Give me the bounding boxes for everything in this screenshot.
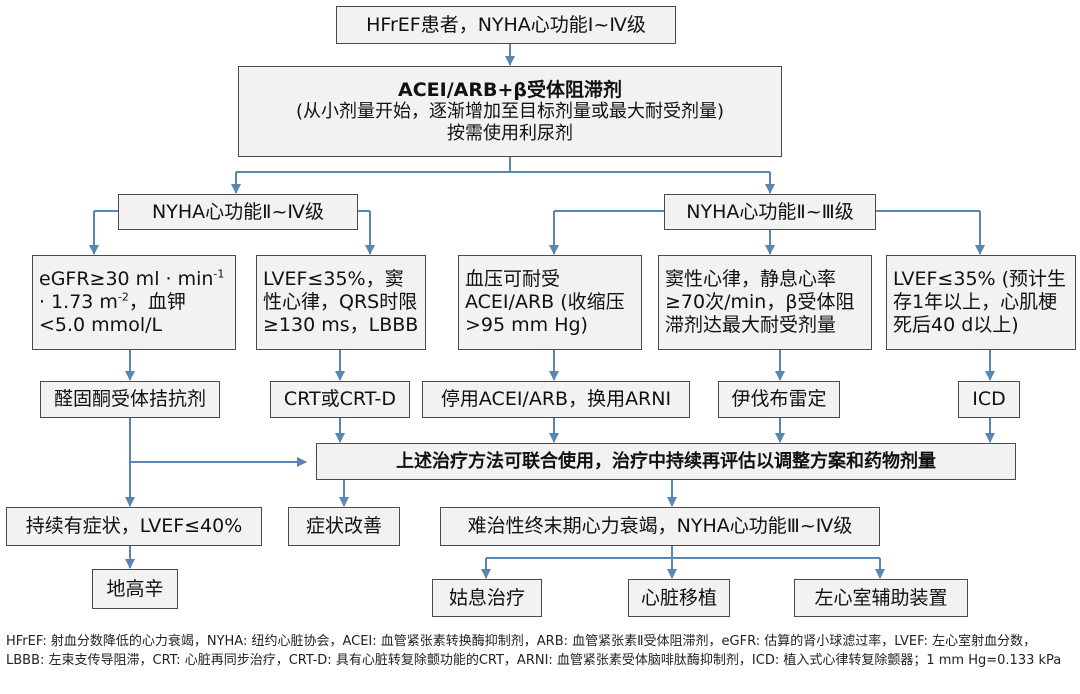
node-mra: 醛固酮受体拮抗剂 (40, 381, 220, 418)
node-ivabradine: 伊伐布雷定 (718, 381, 840, 418)
node-lvef-icd-criteria: LVEF≤35% (预计生存1年以上，心肌梗死后40 d以上) (886, 255, 1076, 350)
egfr-part-a: eGFR≥30 ml · min (39, 268, 214, 291)
node-hfref-patients-label: HFrEF患者，NYHA心功能Ⅰ~Ⅳ级 (366, 13, 646, 36)
node-egfr-text: eGFR≥30 ml · min-1 · 1.73 m-2，血钾<5.0 mmo… (39, 268, 229, 336)
node-digoxin: 地高辛 (92, 569, 178, 609)
node-lvef-crt-label: LVEF≤35%，窦性心律，QRS时限≥130 ms，LBBB (263, 268, 419, 336)
node-nyha-ii-iii-label: NYHA心功能Ⅱ~Ⅲ级 (686, 200, 854, 223)
node-egfr-criteria: eGFR≥30 ml · min-1 · 1.73 m-2，血钾<5.0 mmo… (32, 255, 236, 350)
node-improve-label: 症状改善 (305, 515, 382, 538)
node-digoxin-label: 地高辛 (106, 577, 164, 600)
node-acei-diuretic: 按需使用利尿剂 (447, 122, 573, 144)
egfr-sup-1: -1 (213, 267, 225, 281)
node-lvad-label: 左心室辅助装置 (814, 586, 948, 609)
node-crt-label: CRT或CRT-D (283, 388, 397, 411)
node-lvef-icd-label: LVEF≤35% (预计生存1年以上，心肌梗死后40 d以上) (893, 268, 1067, 336)
node-bp-label: 血压可耐受ACEI/ARB (收缩压>95 mm Hg) (465, 268, 625, 336)
node-arni-label: 停用ACEI/ARB，换用ARNI (440, 388, 672, 411)
node-ivabradine-label: 伊伐布雷定 (731, 388, 827, 411)
node-hfref-patients: HFrEF患者，NYHA心功能Ⅰ~Ⅳ级 (336, 6, 676, 44)
node-nyha-ii-iii: NYHA心功能Ⅱ~Ⅲ级 (664, 194, 876, 230)
node-sinus-criteria: 窦性心律，静息心率≥70次/min，β受体阻滞剂达最大耐受剂量 (658, 255, 872, 350)
node-arni: 停用ACEI/ARB，换用ARNI (422, 381, 690, 418)
node-palliative-label: 姑息治疗 (448, 586, 525, 609)
node-acei-title: ACEI/ARB+β受体阻滞剂 (398, 78, 622, 101)
node-acei-subtitle: (从小剂量开始，逐渐增加至目标剂量或最大耐受剂量) (295, 101, 725, 123)
node-mra-label: 醛固酮受体拮抗剂 (53, 388, 206, 411)
egfr-sup-2: -2 (117, 290, 129, 304)
node-improve: 症状改善 (288, 507, 400, 546)
node-combine: 上述治疗方法可联合使用，治疗中持续再评估以调整方案和药物剂量 (316, 443, 1016, 480)
node-lvad: 左心室辅助装置 (794, 579, 968, 617)
node-refractory: 难治性终末期心力衰竭，NYHA心功能Ⅲ~Ⅳ级 (440, 507, 880, 546)
node-palliative: 姑息治疗 (432, 579, 542, 617)
node-icd-label: ICD (972, 388, 1006, 411)
node-persist-label: 持续有症状，LVEF≤40% (25, 515, 243, 538)
node-nyha-ii-iv-label: NYHA心功能Ⅱ~Ⅳ级 (152, 200, 324, 223)
node-transplant: 心脏移植 (628, 579, 730, 617)
egfr-part-c: ，血钾<5.0 mmol/L (39, 291, 186, 336)
node-nyha-ii-iv: NYHA心功能Ⅱ~Ⅳ级 (118, 194, 358, 230)
abbreviation-footnote: HFrEF: 射血分数降低的心力衰竭，NYHA: 纽约心脏协会，ACEI: 血管… (6, 634, 1062, 668)
node-transplant-label: 心脏移植 (640, 586, 717, 609)
egfr-part-b: · 1.73 m (39, 291, 118, 314)
node-combine-label: 上述治疗方法可联合使用，治疗中持续再评估以调整方案和药物剂量 (396, 450, 936, 472)
node-persist-symptoms: 持续有症状，LVEF≤40% (6, 507, 262, 546)
node-icd: ICD (958, 381, 1020, 418)
node-lvef-crt-criteria: LVEF≤35%，窦性心律，QRS时限≥130 ms，LBBB (256, 255, 426, 350)
node-refractory-label: 难治性终末期心力衰竭，NYHA心功能Ⅲ~Ⅳ级 (467, 515, 853, 538)
node-crt: CRT或CRT-D (270, 381, 410, 418)
node-acei-arb-beta-blocker: ACEI/ARB+β受体阻滞剂 (从小剂量开始，逐渐增加至目标剂量或最大耐受剂量… (238, 66, 782, 157)
node-sinus-label: 窦性心律，静息心率≥70次/min，β受体阻滞剂达最大耐受剂量 (665, 268, 855, 336)
node-bp-criteria: 血压可耐受ACEI/ARB (收缩压>95 mm Hg) (458, 255, 642, 350)
